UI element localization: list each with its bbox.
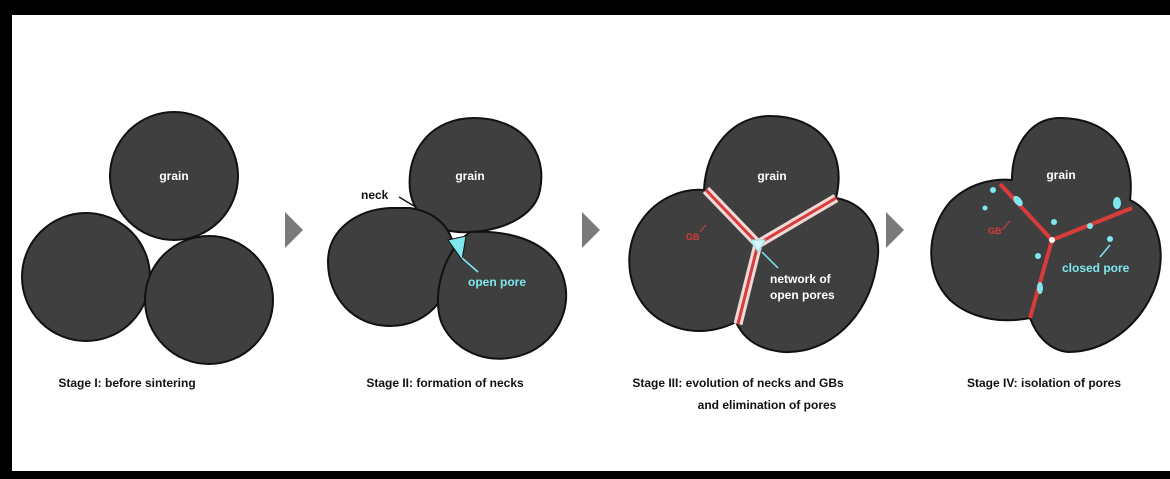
- open-pore-label: open pore: [468, 275, 526, 289]
- stage-3: grain GB network of open pores Stage III…: [629, 116, 878, 412]
- arrow-icon: [285, 212, 303, 248]
- stage-4: grain GB closed pore Stage IV: isolation…: [931, 118, 1160, 390]
- pore-label-line1: network of: [770, 272, 832, 286]
- grain-right: [145, 236, 273, 364]
- grain-label: grain: [159, 169, 188, 183]
- neck-label: neck: [361, 188, 389, 202]
- gb-label: GB: [988, 226, 1002, 236]
- stage-1: grain Stage I: before sintering: [22, 112, 273, 390]
- stage-2-caption: Stage II: formation of necks: [366, 376, 524, 390]
- stage-3-caption-line2: and elimination of pores: [698, 398, 837, 412]
- grain-left: [22, 213, 150, 341]
- stage-1-caption: Stage I: before sintering: [58, 376, 195, 390]
- arrow-icon: [582, 212, 600, 248]
- grain-label: grain: [757, 169, 786, 183]
- grain-left: [328, 208, 454, 326]
- gb-label: GB: [686, 232, 700, 242]
- stage-3-caption-line1: Stage III: evolution of necks and GBs: [632, 376, 844, 390]
- arrow-icon: [886, 212, 904, 248]
- pore-label-line2: open pores: [770, 288, 835, 302]
- stage-2: grain neck open pore Stage II: formation…: [328, 118, 566, 390]
- grain-label: grain: [1046, 168, 1075, 182]
- grain-label: grain: [455, 169, 484, 183]
- stage-4-caption: Stage IV: isolation of pores: [967, 376, 1121, 390]
- closed-pore-label: closed pore: [1062, 261, 1130, 275]
